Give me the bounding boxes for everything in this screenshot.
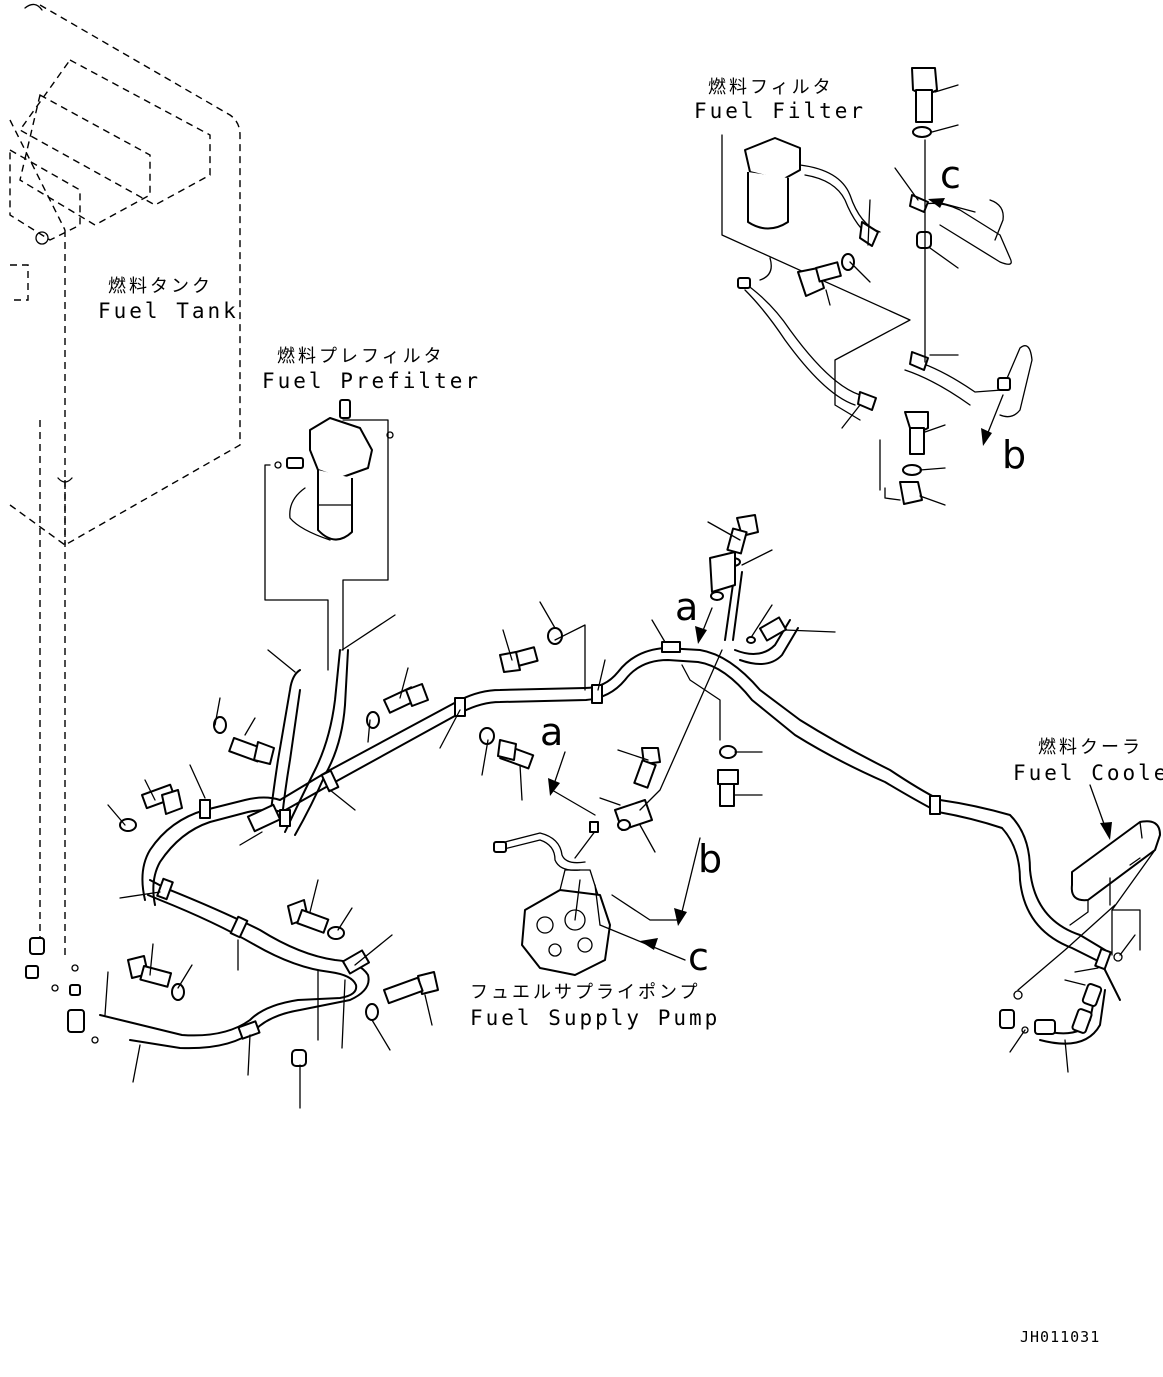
view-marker-a-main-top: a [675,585,698,629]
fuel-tank [9,3,241,960]
prefilter-label-jp: 燃料プレフィルタ [277,346,445,367]
view-marker-b-main: b [698,837,722,881]
arrowhead-b-main [674,908,687,926]
view-marker-c-detail: c [940,153,961,197]
fuel-tank-label-en: Fuel Tank [98,299,239,323]
fuel-supply-pump [493,821,611,976]
view-marker-b-detail: b [1002,433,1026,477]
arrowhead-a-main [548,778,560,796]
arrowhead-a-main-top [695,626,707,644]
view-marker-c-main: c [688,935,709,979]
fuel-cooler [999,820,1161,1035]
arrowhead-c-main [640,938,658,950]
cooler-label-en: Fuel Cooler [1013,761,1163,785]
drawing-code: JH011031 [1020,1328,1100,1346]
arrowhead-b-detail [981,428,992,446]
fuel-prefilter [264,399,394,671]
filter-label-jp: 燃料フィルタ [708,77,834,98]
fuel-filter-detail [721,67,1033,506]
supply-pump-label-en: Fuel Supply Pump [470,1006,720,1030]
tank-fittings [25,937,99,1044]
leader-lines [104,521,1136,1109]
cooler-label-jp: 燃料クーラ [1038,737,1143,758]
prefilter-label-en: Fuel Prefilter [262,369,481,393]
pipe-clamps [156,641,1112,1040]
arrow-b-main [611,837,701,921]
cooler-arrowhead [1100,822,1112,840]
fuel-tank-label-jp: 燃料タンク [108,276,213,297]
arrowhead-c-detail [928,198,945,208]
filter-label-en: Fuel Filter [694,99,866,123]
main-fuel-piping [99,569,1121,1050]
supply-pump-label-jp: フュエルサプライポンプ [470,982,700,1003]
view-marker-a-main: a [540,710,563,754]
